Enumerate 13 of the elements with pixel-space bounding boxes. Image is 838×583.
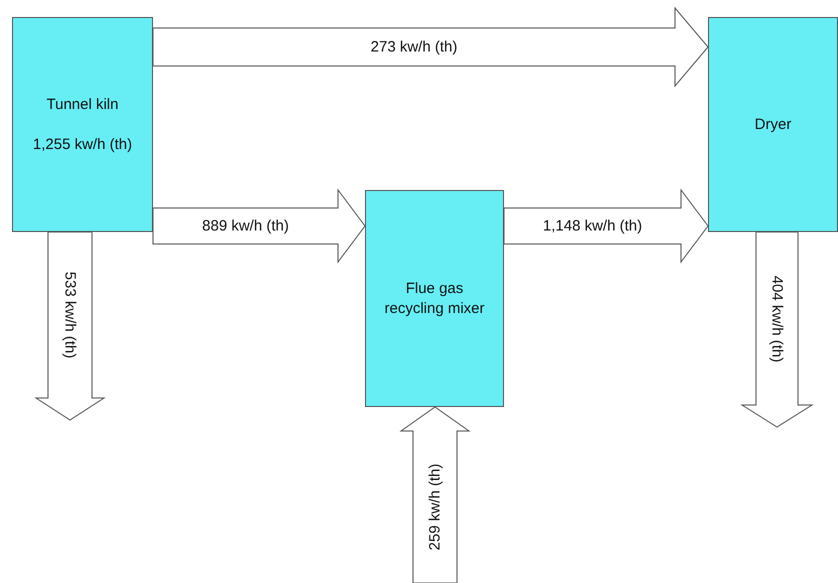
edge-label: 889 kw/h (th) (200, 218, 291, 234)
edge-label: 273 kw/h (th) (368, 38, 460, 56)
box-label: 1,255 kw/h (th) (32, 134, 132, 154)
edge-label: 404 kw/h (th) (768, 273, 786, 364)
process-box (708, 17, 838, 232)
block-arrow (152, 6, 709, 88)
edge-label: 533 kw/h (th) (62, 270, 78, 360)
process-box (12, 17, 153, 232)
process-box (365, 190, 504, 407)
edge-label: 259 kw/h (th) (426, 462, 444, 552)
box-label: Dryer (754, 114, 792, 134)
box-label: Flue gas recycling mixer (383, 278, 486, 318)
box-label: Tunnel kiln (46, 94, 118, 114)
